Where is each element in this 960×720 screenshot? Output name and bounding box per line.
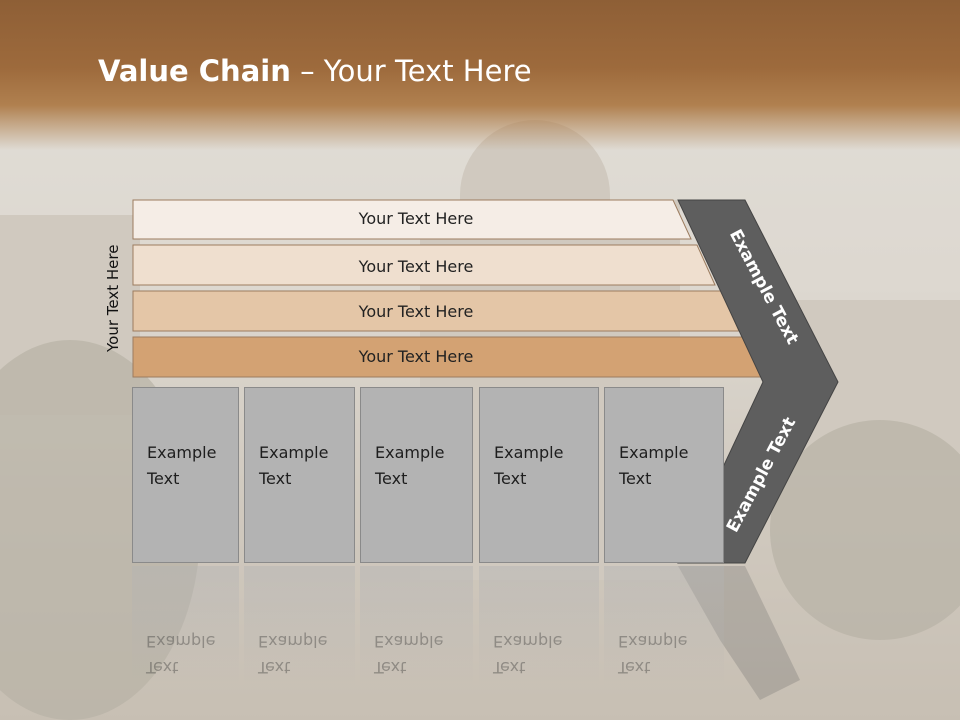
column-3-refl-line1: Example (374, 632, 444, 651)
column-2-refl-line2: Text (258, 658, 291, 677)
column-1-reflection: Text Example (132, 566, 239, 686)
bar-2-label: Your Text Here (358, 257, 474, 276)
column-4-reflection-text: Text Example (493, 628, 562, 680)
column-4-reflection: Text Example (479, 566, 599, 686)
bar-4-label: Your Text Here (358, 347, 474, 366)
column-4-refl-line1: Example (493, 632, 563, 651)
background-tree-right (770, 420, 960, 640)
column-3-reflection: Text Example (360, 566, 473, 686)
slide-title: Value Chain – Your Text Here (98, 54, 532, 88)
header-band (0, 0, 960, 150)
column-1-refl-line1: Example (146, 632, 216, 651)
column-3-line1: Example (375, 443, 445, 462)
column-1-reflection-text: Text Example (146, 628, 215, 680)
column-4-refl-line2: Text (493, 658, 526, 677)
column-5-refl-line2: Text (618, 658, 651, 677)
column-1-line2: Text (147, 469, 180, 488)
title-rest: – Your Text Here (290, 54, 532, 88)
title-bold: Value Chain (98, 54, 291, 88)
column-2-reflection: Text Example (244, 566, 355, 686)
column-4-line1: Example (494, 443, 564, 462)
column-1-refl-line2: Text (146, 658, 179, 677)
bar-1-shape (132, 199, 692, 240)
column-3-line2: Text (375, 469, 408, 488)
column-1-line1: Example (147, 443, 217, 462)
column-2-line1: Example (259, 443, 329, 462)
chevron-reflection (678, 566, 800, 700)
column-2-refl-line1: Example (258, 632, 328, 651)
bar-2-shape (132, 244, 716, 286)
column-4-line2: Text (494, 469, 527, 488)
column-5-line2: Text (619, 469, 652, 488)
bar-1-label: Your Text Here (358, 209, 474, 228)
column-3-refl-line2: Text (374, 658, 407, 677)
column-2-line2: Text (259, 469, 292, 488)
column-3-reflection-text: Text Example (374, 628, 443, 680)
chevron-shape (677, 199, 839, 564)
column-5-line1: Example (619, 443, 689, 462)
column-5-reflection: Text Example (604, 566, 724, 686)
column-5-refl-line1: Example (618, 632, 688, 651)
column-2-reflection-text: Text Example (258, 628, 327, 680)
column-5-reflection-text: Text Example (618, 628, 687, 680)
bar-3-label: Your Text Here (358, 302, 474, 321)
